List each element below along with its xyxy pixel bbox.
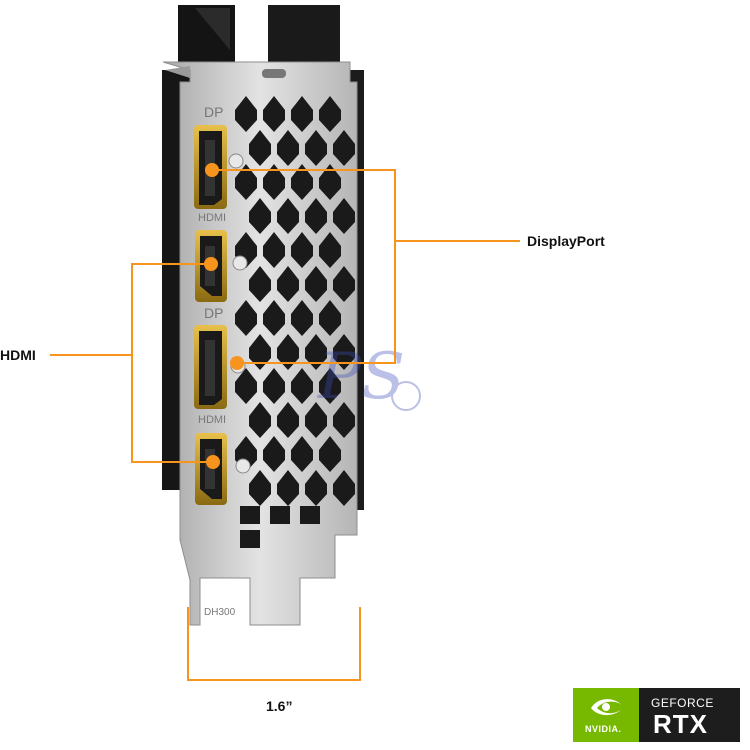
vent-cutout <box>291 164 313 200</box>
hdmi-label: HDMI <box>0 347 36 363</box>
vent-cutout <box>249 470 271 506</box>
port-stamp-hdmi-1: HDMI <box>198 212 226 224</box>
vent-cutout <box>240 506 260 524</box>
vent-cutout <box>240 530 260 548</box>
svg-text:PS: PS <box>317 340 405 414</box>
vent-cutout <box>291 436 313 472</box>
nvidia-logo: NVIDIA. <box>573 688 639 742</box>
vent-cutout <box>319 232 341 268</box>
vent-cutout <box>277 266 299 302</box>
nvidia-eye-icon <box>591 699 621 716</box>
port-stamp-hdmi-2: HDMI <box>198 414 226 426</box>
vent-cutout <box>263 436 285 472</box>
vent-cutout <box>235 96 257 132</box>
watermark-logo: PS <box>317 340 421 414</box>
vent-cutout <box>333 470 355 506</box>
vent-cutout <box>305 130 327 166</box>
vent-cutout <box>333 334 355 370</box>
geforce-text: GEFORCE <box>651 696 714 710</box>
bracket-width-label: 1.6” <box>266 698 293 714</box>
vent-cutout <box>319 300 341 336</box>
vent-cutout <box>333 198 355 234</box>
vent-cutout <box>277 198 299 234</box>
port-stamp-dp-1: DP <box>204 104 223 120</box>
vent-cutout <box>263 232 285 268</box>
vent-cutout <box>270 506 290 524</box>
port-stamp-dp-2: DP <box>204 305 223 321</box>
screws <box>228 153 251 474</box>
vent-cutout <box>305 470 327 506</box>
callout-lines <box>50 169 520 681</box>
vent-cutout <box>333 130 355 166</box>
vent-cutout <box>305 266 327 302</box>
vent-cutout <box>291 232 313 268</box>
vent-cutout <box>300 506 320 524</box>
vent-cutout <box>305 198 327 234</box>
nvidia-brand-text: NVIDIA. <box>585 724 622 734</box>
vent-cutout <box>263 164 285 200</box>
vent-cutout <box>263 96 285 132</box>
nvidia-geforce-rtx-badge: NVIDIA. GEFORCE RTX <box>573 688 740 742</box>
vent-cutout <box>235 164 257 200</box>
vent-cutout <box>319 436 341 472</box>
vent-cutout <box>319 164 341 200</box>
displayport-port-2 <box>194 325 227 409</box>
vent-cutout <box>263 300 285 336</box>
vent-cutout <box>277 470 299 506</box>
vent-cutout <box>249 266 271 302</box>
vent-cutout <box>333 266 355 302</box>
vent-cutout <box>277 334 299 370</box>
vent-cutout <box>277 130 299 166</box>
callout-dots <box>204 163 244 469</box>
ventilation-cutouts <box>235 96 355 548</box>
vent-cutout <box>249 198 271 234</box>
rtx-text: RTX <box>653 709 708 739</box>
vent-cutout <box>291 368 313 404</box>
vent-cutout <box>277 402 299 438</box>
vent-cutout <box>319 368 341 404</box>
vent-cutout <box>305 334 327 370</box>
displayport-label: DisplayPort <box>527 233 605 249</box>
vent-cutout <box>291 96 313 132</box>
vent-cutout <box>249 334 271 370</box>
hdmi-port-2 <box>195 433 227 505</box>
model-stamp: DH300 <box>204 607 236 618</box>
vent-cutout <box>235 300 257 336</box>
vent-cutout <box>305 402 327 438</box>
vent-cutout <box>263 368 285 404</box>
vent-cutout <box>249 402 271 438</box>
vent-cutout <box>333 402 355 438</box>
vent-cutout <box>291 300 313 336</box>
vent-cutout <box>235 368 257 404</box>
vent-cutout <box>319 96 341 132</box>
vent-cutout <box>249 130 271 166</box>
